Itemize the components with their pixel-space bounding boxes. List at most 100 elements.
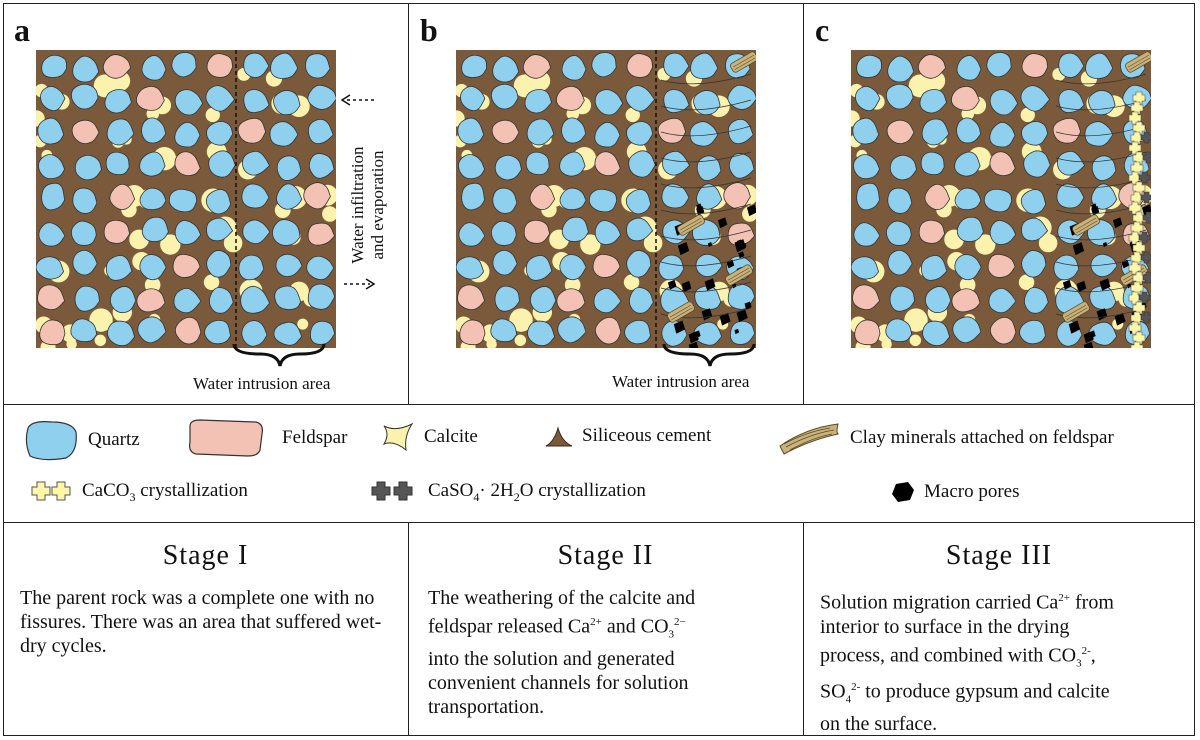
calcite-patch [509,308,533,332]
caco3-crystal-icon [31,481,71,501]
caco3-crystal [1132,91,1146,105]
quartz-grain [270,52,299,79]
quartz-grain [559,187,587,211]
quartz-grain [557,316,587,344]
quartz-grain [105,151,130,176]
panel-c-letter: c [815,12,830,48]
macro-pore [673,320,686,334]
quartz-grain [1085,52,1114,79]
quartz-grain [527,320,556,347]
quartz-grain [594,220,622,245]
quartz-grain [494,154,522,181]
stage-1-title: Stage I [162,540,249,571]
quartz-grain [529,286,557,314]
calcite-patch [205,107,220,123]
feldspar-grain [924,183,951,211]
quartz-grain [458,222,486,247]
feldspar-grain [989,316,1017,345]
caco3-crystal [1132,181,1146,195]
legend-quartz-label: Quartz [88,429,140,450]
fracture [660,203,752,215]
panel-a-rock-diagram [36,50,336,348]
quartz-grain [889,154,917,181]
quartz-grain [887,187,913,214]
quartz-grain [105,255,133,281]
panel-b-area-label: Water intrusion area [612,372,750,391]
quartz-grain [693,90,721,116]
panel-b-brace [662,343,756,367]
quartz-grain [1090,253,1118,277]
divider-top [3,404,1195,405]
feldspar-grain [727,222,755,246]
quartz-grain [74,154,102,181]
divider-v2-top [803,3,804,404]
feldspar-grain [951,288,981,313]
caco3-crystal [1130,101,1144,115]
feldspar-grain [523,219,551,244]
feldspar-grain [917,54,947,79]
quartz-grain [492,250,518,276]
caso4-crystal [1142,271,1151,284]
quartz-grain [727,118,754,145]
clay-mineral [1072,214,1100,236]
quartz-grain [663,89,690,113]
fracture [660,99,752,111]
quartz-grain [490,220,517,246]
legend-feldspar-label: Feldspar [282,427,348,448]
feldspar-grain [37,284,66,311]
quartz-grain [238,254,265,281]
macro-pore [734,239,746,253]
quartz-grain [139,151,166,177]
quartz-grain [1019,319,1046,345]
caso4-crystal [1138,291,1151,304]
quartz-grain [696,155,722,181]
caco3-crystal [1130,341,1144,348]
clay-mineral [677,214,705,236]
quartz-grain [460,85,486,112]
quartz-grain [626,250,652,278]
caco3-crystal [1132,241,1146,255]
legend-calcite: Calcite [380,422,478,452]
quartz-grain [956,216,984,242]
quartz-grain [661,183,690,209]
panel-c-rock-diagram [851,50,1151,348]
feldspar-grain [950,85,980,111]
legend-clay-label: Clay minerals attached on feldspar [850,427,1114,448]
quartz-grain [206,121,234,146]
macro-pore [704,278,716,291]
feldspar-grain [529,183,556,211]
macro-pore [1072,242,1085,256]
macro-pore [688,341,699,348]
legend-siliceous-label: Siliceous cement [582,425,712,446]
quartz-grain [525,255,553,281]
quartz-grain [628,287,654,314]
quartz-grain [490,318,518,343]
fracture [660,177,752,189]
macro-pore [707,242,713,248]
feldspar-grain [174,316,202,345]
calcite-swatch-icon [382,422,414,452]
quartz-grain [137,316,167,344]
calcite-patch [1020,107,1035,123]
quartz-grain [206,250,232,278]
calcite-patch [89,308,113,332]
caso4-crystal [1140,251,1151,264]
feldspar-grain [237,117,267,144]
calcite-patch [203,274,220,291]
figure-frame [3,3,1195,736]
quartz-grain [139,254,167,281]
quartz-grain [1021,217,1049,242]
quartz-grain [307,118,334,145]
quartz-grain [171,52,197,78]
quartz-grain [989,220,1017,245]
quartz-grain [922,320,951,347]
macro-pore [1083,341,1094,348]
macro-pore [719,312,731,326]
quartz-grain [457,117,485,145]
macro-pore [1099,278,1111,291]
fracture [660,125,752,137]
calcite-patch [904,308,928,332]
feldspar-grain [592,254,621,278]
macro-pore-icon [892,482,914,502]
quartz-grain [174,220,202,245]
